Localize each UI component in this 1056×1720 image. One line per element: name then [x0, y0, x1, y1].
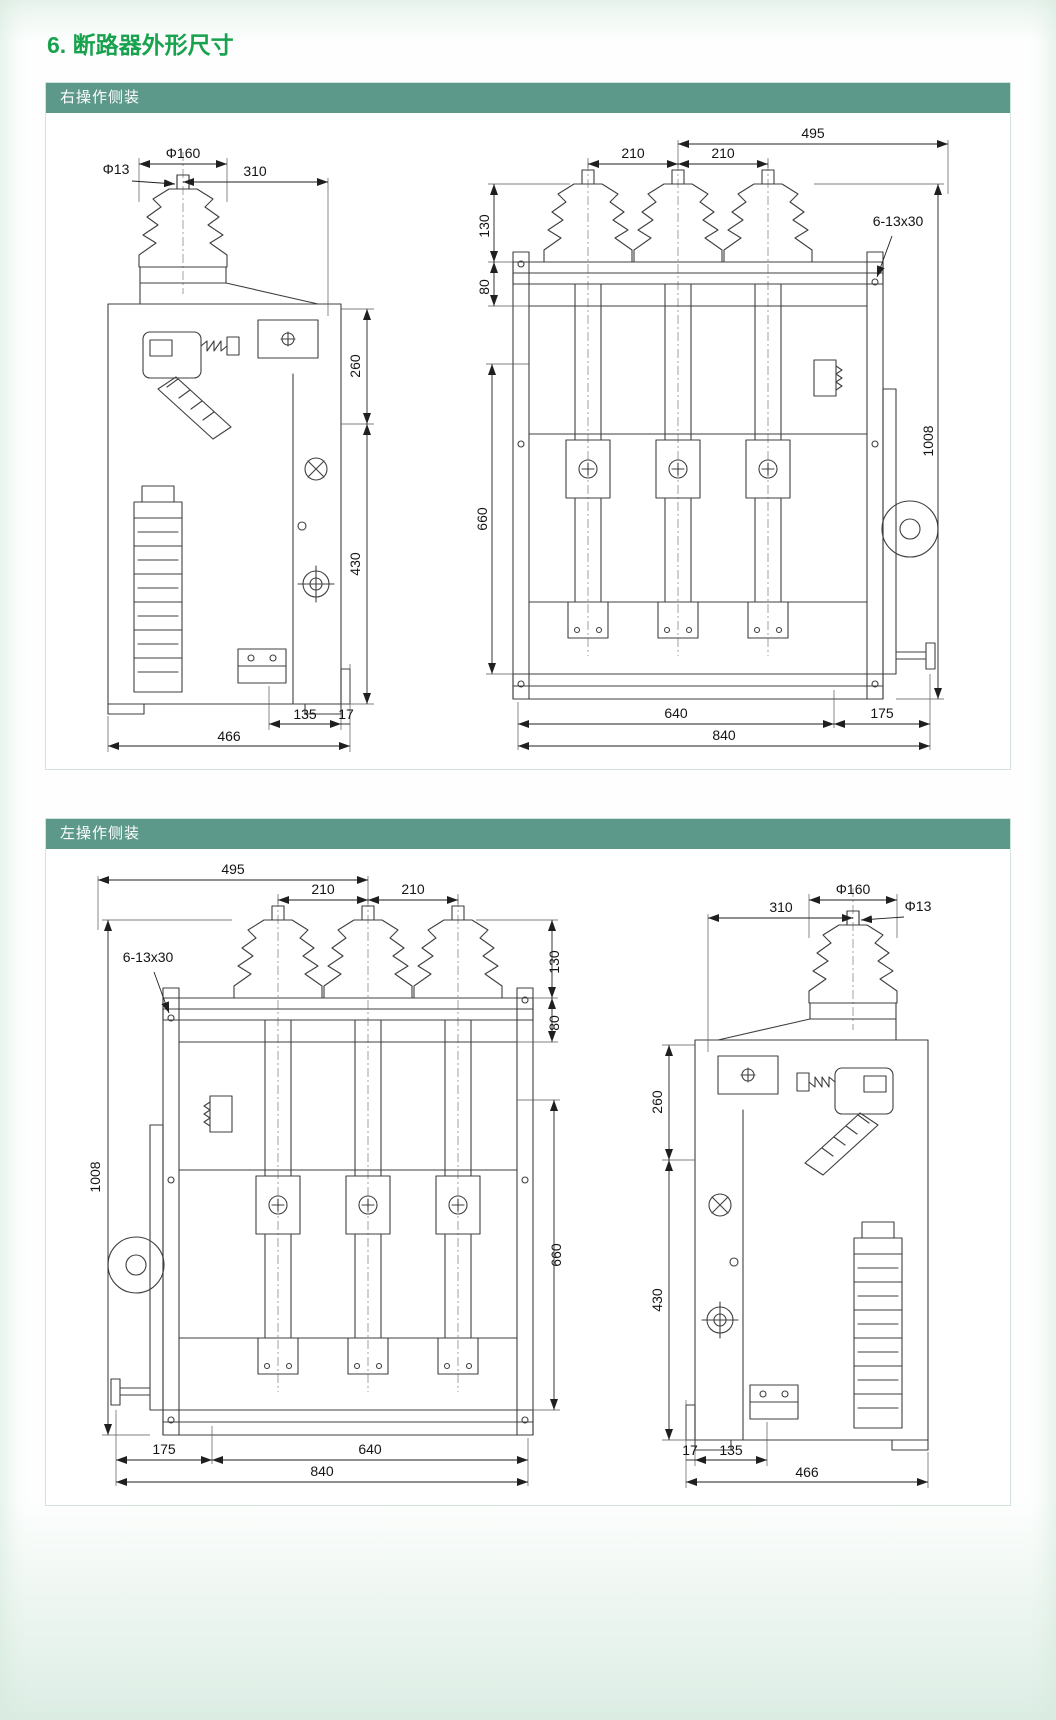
dim-17-label: 17: [682, 1442, 698, 1458]
drawing-left-mount: 495 210 210 130 80 6-13x30 660 1008 640 …: [87, 861, 932, 1495]
dim-260-label: 260: [347, 354, 363, 378]
side-view-right-mount: [108, 152, 374, 752]
bolt-note-label: 6-13x30: [123, 949, 174, 965]
dim-660-label: 660: [548, 1243, 564, 1267]
dim-466-label: 466: [217, 728, 241, 744]
dim-310-label: 310: [243, 163, 267, 179]
dimension-labels-left-mount: 495 210 210 130 80 6-13x30 660 1008 640 …: [87, 861, 932, 1480]
dim-phi13-label: Φ13: [905, 898, 932, 914]
dim-1008-label: 1008: [920, 425, 936, 456]
dim-495-label: 495: [221, 861, 245, 877]
dim-840-label: 840: [310, 1463, 334, 1479]
dim-130-label: 130: [476, 214, 492, 238]
dim-135-label: 135: [719, 1442, 743, 1458]
dim-260-label: 260: [649, 1090, 665, 1114]
dim-430-label: 430: [347, 552, 363, 576]
dim-130-label: 130: [546, 950, 562, 974]
dim-phi160-label: Φ160: [836, 881, 871, 897]
dim-1008-label: 1008: [87, 1161, 103, 1192]
dim-840-label: 840: [712, 727, 736, 743]
dim-640-label: 640: [664, 705, 688, 721]
dim-175-label: 175: [152, 1441, 176, 1457]
dim-210a-label: 210: [621, 145, 645, 161]
panel-right-mount: 右操作侧装 Φ160 Φ13 310 260 430 135 17 466 49…: [45, 82, 1011, 770]
panel-left-mount: 左操作侧装 495 210 210 130 80 6-13x30 660 100…: [45, 818, 1011, 1506]
dim-640-label: 640: [358, 1441, 382, 1457]
dim-210a-label: 210: [401, 881, 425, 897]
dim-phi13-label: Φ13: [103, 161, 130, 177]
dim-210b-label: 210: [311, 881, 335, 897]
dim-660-label: 660: [474, 507, 490, 531]
dim-310-label: 310: [769, 899, 793, 915]
dim-210b-label: 210: [711, 145, 735, 161]
panel-left-mount-header: 左操作侧装: [46, 819, 1010, 849]
panel-right-mount-header: 右操作侧装: [46, 83, 1010, 113]
dim-175-label: 175: [870, 705, 894, 721]
dim-466-label: 466: [795, 1464, 819, 1480]
dim-135-label: 135: [293, 706, 317, 722]
panel-left-mount-body: 495 210 210 130 80 6-13x30 660 1008 640 …: [46, 849, 1010, 1505]
dim-80-label: 80: [546, 1015, 562, 1031]
dimension-labels-right-mount: Φ160 Φ13 310 260 430 135 17 466 495 210 …: [103, 125, 936, 744]
dim-80-label: 80: [476, 279, 492, 295]
panel-right-mount-body: Φ160 Φ13 310 260 430 135 17 466 495 210 …: [46, 113, 1010, 769]
side-view-left-mount: [662, 888, 928, 1488]
dim-430-label: 430: [649, 1288, 665, 1312]
front-view-right-mount: [486, 140, 948, 750]
drawing-right-mount: Φ160 Φ13 310 260 430 135 17 466 495 210 …: [103, 125, 1008, 759]
bolt-note-label: 6-13x30: [873, 213, 924, 229]
dim-495-label: 495: [801, 125, 825, 141]
dim-phi160-label: Φ160: [166, 145, 201, 161]
page-title: 6. 断路器外形尺寸: [47, 32, 234, 58]
front-view-left-mount: [98, 876, 560, 1486]
dim-17-label: 17: [338, 706, 354, 722]
